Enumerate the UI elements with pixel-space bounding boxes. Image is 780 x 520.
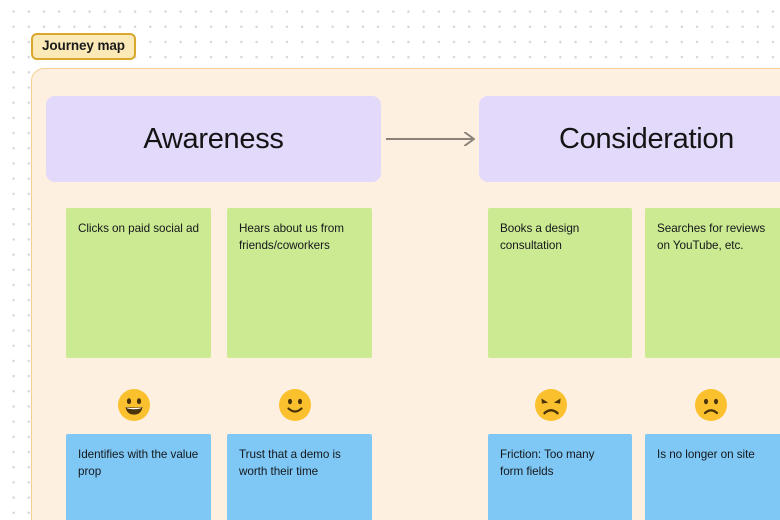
- action-note[interactable]: Hears about us from friends/coworkers: [227, 208, 372, 358]
- grinning-face-icon: [118, 389, 150, 421]
- stage-title-awareness: Awareness: [143, 122, 284, 155]
- frowning-face-emoji[interactable]: [695, 389, 727, 421]
- stage-card-consideration[interactable]: Consideration: [479, 96, 780, 182]
- slightly-smiling-face-emoji[interactable]: [279, 389, 311, 421]
- frame-title-badge[interactable]: Journey map: [31, 33, 136, 61]
- stage-title-consideration: Consideration: [558, 122, 735, 155]
- arrow-right-icon: [386, 131, 475, 147]
- stage-card-awareness[interactable]: Awareness: [46, 96, 381, 182]
- feeling-note[interactable]: Trust that a demo is worth their time: [227, 434, 372, 520]
- action-note[interactable]: Searches for reviews on YouTube, etc.: [645, 208, 780, 358]
- grinning-face-emoji[interactable]: [118, 389, 150, 421]
- feeling-note[interactable]: Is no longer on site: [645, 434, 780, 520]
- frowning-face-icon: [695, 389, 727, 421]
- angry-face-icon: [535, 389, 567, 421]
- action-note[interactable]: Clicks on paid social ad: [66, 208, 211, 358]
- angry-face-emoji[interactable]: [535, 389, 567, 421]
- stage-connector-arrow[interactable]: [386, 131, 478, 147]
- feeling-note[interactable]: Friction: Too many form fields: [488, 434, 632, 520]
- feeling-note[interactable]: Identifies with the value prop: [66, 434, 211, 520]
- action-note[interactable]: Books a design consultation: [488, 208, 632, 358]
- slightly-smiling-face-icon: [279, 389, 311, 421]
